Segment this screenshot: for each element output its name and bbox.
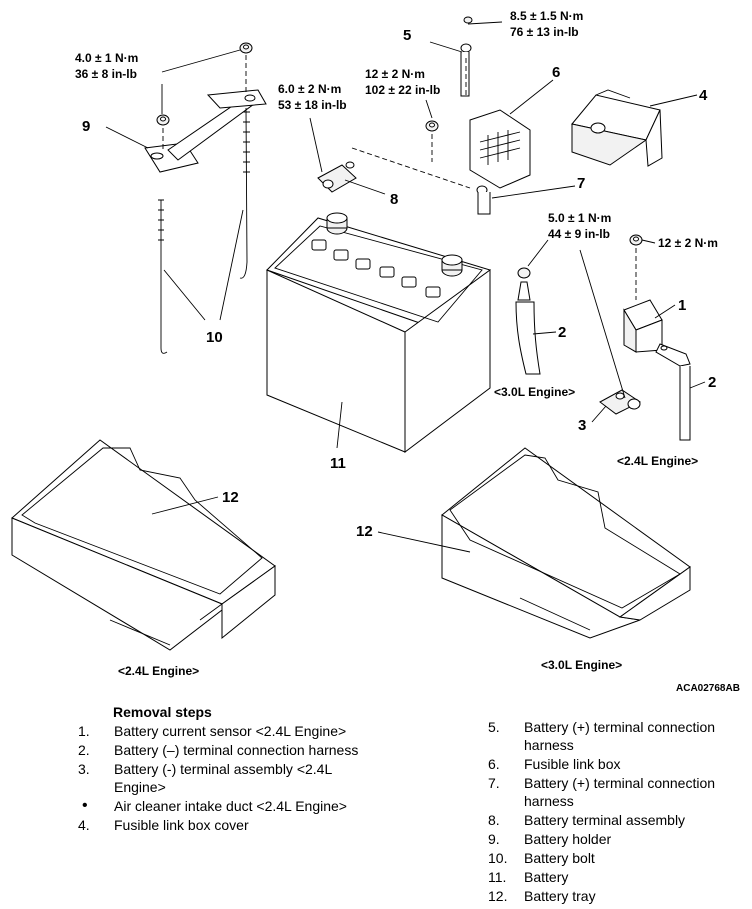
torque-holder-inlb: 36 ± 8 in-lb (75, 67, 137, 81)
step-text: Battery terminal assembly (524, 812, 686, 828)
fusible-link-box (469, 109, 531, 189)
battery-terminal-assembly (317, 161, 357, 193)
removal-step: 12. Battery tray (488, 887, 750, 905)
label-3-0l-tray: <3.0L Engine> (541, 658, 622, 672)
step-number: 12. (488, 888, 508, 904)
holder-nut-upper (239, 42, 253, 54)
callout-6: 6 (552, 64, 560, 81)
removal-step: 7. Battery (+) terminal connection harnes… (488, 774, 750, 810)
negative-harness-2-4l (655, 343, 691, 441)
battery-holder (144, 89, 267, 173)
battery-bolt-right (239, 107, 250, 279)
torque-fusebox-nm: 12 ± 2 N·m (365, 67, 425, 81)
callout-3: 3 (578, 417, 586, 434)
step-text: Battery (+) terminal connection harness (524, 775, 716, 809)
removal-step: 1. Battery current sensor <2.4L Engine> (78, 722, 368, 740)
removal-step: 10. Battery bolt (488, 849, 750, 867)
step-bullet: • (82, 797, 88, 814)
callout-8: 8 (390, 191, 398, 208)
step-text: Air cleaner intake duct <2.4L Engine> (114, 798, 347, 814)
callout-9: 9 (82, 118, 90, 135)
label-2-4l-cable: <2.4L Engine> (617, 454, 698, 468)
negative-harness-3-0l (515, 267, 541, 375)
step-number: 3. (78, 761, 90, 777)
torque-holder-nm: 4.0 ± 1 N·m (75, 51, 138, 65)
callout-2-3-0l: 2 (558, 324, 566, 341)
removal-step: 3. Battery (-) terminal assembly <2.4L En… (78, 760, 368, 796)
torque-harness-inlb: 76 ± 13 in-lb (510, 25, 579, 39)
callout-5: 5 (403, 27, 411, 44)
callout-12-2-4l: 12 (222, 489, 239, 506)
callout-1: 1 (678, 297, 686, 314)
callout-11: 11 (330, 455, 346, 472)
step-number: 7. (488, 775, 500, 791)
steps-list-left: 1. Battery current sensor <2.4L Engine> 2.… (78, 722, 368, 835)
step-number: 11. (488, 869, 507, 885)
step-text: Battery holder (524, 831, 612, 847)
removal-step: 4. Fusible link box cover (78, 816, 368, 834)
removal-step: • Air cleaner intake duct <2.4L Engine> (78, 797, 368, 815)
battery (266, 212, 491, 454)
torque-sensor-nm: 12 ± 2 N·m (658, 236, 718, 250)
step-number: 5. (488, 719, 500, 735)
step-text: Battery (524, 869, 569, 885)
torque-negative-nm: 5.0 ± 1 N·m (548, 211, 611, 225)
step-text: Battery current sensor <2.4L Engine> (114, 723, 347, 739)
torque-fusebox-inlb: 102 ± 22 in-lb (365, 83, 440, 97)
step-number: 9. (488, 831, 500, 847)
step-text: Battery (-) terminal assembly <2.4L Engi… (114, 761, 332, 795)
label-2-4l-tray: <2.4L Engine> (118, 664, 199, 678)
callout-2-2-4l: 2 (708, 374, 716, 391)
callout-7: 7 (577, 175, 585, 192)
exploded-parts-diagram: 4.0 ± 1 N·m 36 ± 8 in-lb 8.5 ± 1.5 N·m 7… (11, 9, 740, 694)
step-text: Battery (–) terminal connection harness (114, 742, 359, 758)
battery-tray-2-4l (11, 439, 276, 651)
steps-list-right: 5. Battery (+) terminal connection harnes… (488, 718, 750, 906)
step-number: 6. (488, 756, 500, 772)
positive-harness-lower (476, 185, 491, 215)
leader-lines (105, 21, 706, 553)
step-number: 2. (78, 742, 90, 758)
step-number: 8. (488, 812, 500, 828)
torque-terminal-nm: 6.0 ± 2 N·m (278, 82, 341, 96)
label-3-0l-cable: <3.0L Engine> (494, 385, 575, 399)
battery-bolt-left (158, 199, 168, 354)
removal-step: 9. Battery holder (488, 830, 750, 848)
step-number: 1. (78, 723, 90, 739)
step-text: Battery bolt (524, 850, 595, 866)
positive-harness-upper (460, 16, 473, 97)
removal-steps-title: Removal steps (113, 704, 212, 720)
step-text: Battery tray (524, 888, 596, 904)
callout-4: 4 (699, 87, 708, 104)
callout-10: 10 (206, 329, 223, 346)
removal-steps: Removal steps 1. Battery current sensor <… (0, 700, 752, 909)
removal-step: 6. Fusible link box (488, 755, 750, 773)
battery-current-sensor (623, 234, 663, 353)
torque-negative-inlb: 44 ± 9 in-lb (548, 227, 610, 241)
negative-terminal-assembly (599, 389, 641, 415)
step-text: Fusible link box cover (114, 817, 249, 833)
holder-nut-lower (156, 114, 170, 126)
callout-12-3-0l: 12 (356, 523, 373, 540)
battery-tray-3-0l (441, 447, 691, 639)
removal-step: 5. Battery (+) terminal connection harnes… (488, 718, 750, 754)
removal-step: 8. Battery terminal assembly (488, 811, 750, 829)
removal-step: 2. Battery (–) terminal connection harnes… (78, 741, 368, 759)
torque-harness-nm: 8.5 ± 1.5 N·m (510, 9, 583, 23)
step-number: 10. (488, 850, 508, 866)
step-text: Fusible link box (524, 756, 621, 772)
fuse-box-nut (425, 120, 439, 132)
step-number: 4. (78, 817, 90, 833)
figure-code: ACA02768AB (676, 683, 740, 694)
removal-step: 11. Battery (488, 868, 750, 886)
fusible-link-box-cover (571, 89, 663, 167)
torque-terminal-inlb: 53 ± 18 in-lb (278, 98, 347, 112)
step-text: Battery (+) terminal connection harness (524, 719, 716, 753)
